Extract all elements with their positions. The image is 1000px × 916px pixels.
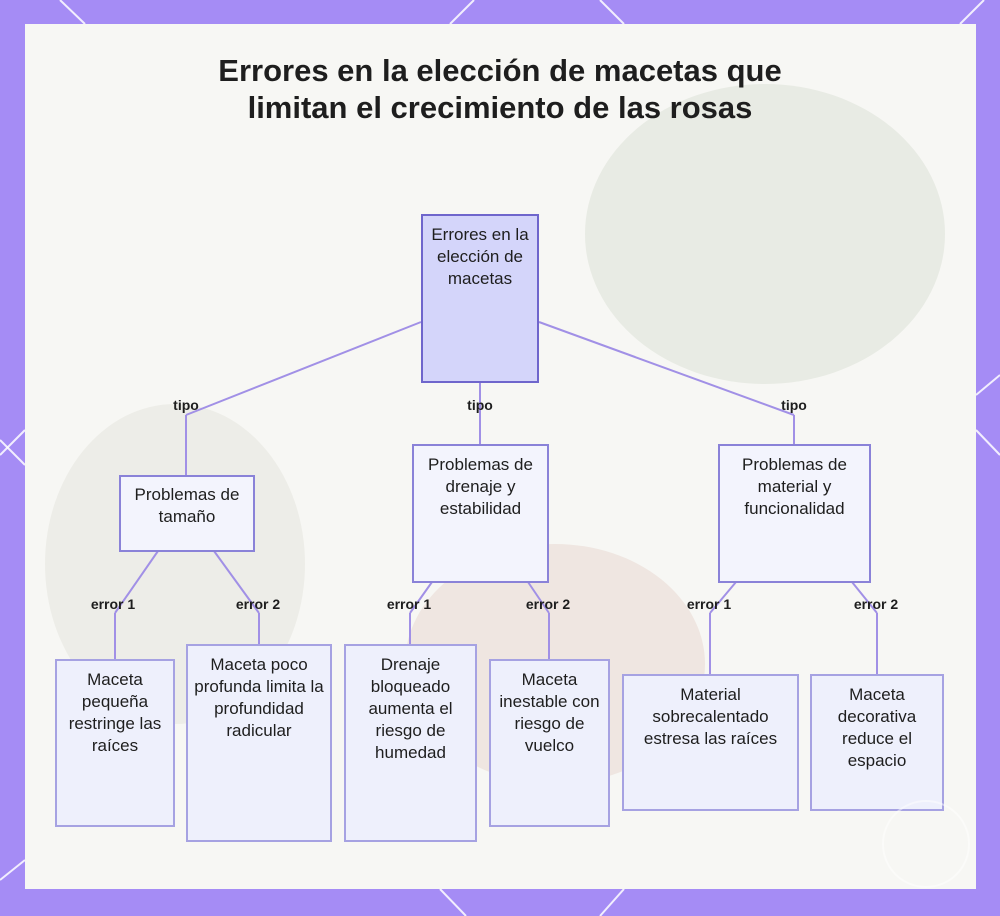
error-node: Material sobrecalentado estresa las raíc… (622, 674, 799, 811)
edge-label-tipo: tipo (467, 397, 493, 413)
error-node-text: Maceta decorativa reduce el espacio (837, 685, 917, 770)
edge-label-error: error 1 (686, 596, 732, 612)
category-node-label: Problemas de drenaje y estabilidad (428, 455, 533, 518)
category-node-label: Problemas de material y funcionalidad (742, 455, 847, 518)
error-node: Maceta inestable con riesgo de vuelco (489, 659, 610, 827)
edge-label-error: error 2 (525, 596, 571, 612)
edge-label-tipo: tipo (781, 397, 807, 413)
error-node: Maceta decorativa reduce el espacio (810, 674, 944, 811)
edge-label-tipo: tipo (173, 397, 199, 413)
background-photo (585, 84, 945, 384)
edge-label-error: error 2 (235, 596, 281, 612)
edge-label-error: error 2 (853, 596, 899, 612)
root-node: Errores en la elección de macetas (421, 214, 539, 383)
error-node: Maceta pequeña restringe las raíces (55, 659, 175, 827)
root-node-label: Errores en la elección de macetas (431, 225, 529, 288)
edge-label-error: error 1 (386, 596, 432, 612)
watermark-seal (882, 800, 970, 888)
error-node-text: Maceta pequeña restringe las raíces (68, 670, 162, 755)
diagram-title: Errores en la elección de macetas que li… (218, 53, 782, 125)
category-node-material: Problemas de material y funcionalidad (718, 444, 871, 583)
category-node-label: Problemas de tamaño (134, 485, 240, 526)
error-node: Maceta poco profunda limita la profundid… (186, 644, 332, 842)
error-node-text: Maceta poco profunda limita la profundid… (194, 655, 324, 740)
edge-label-error: error 1 (90, 596, 136, 612)
error-node: Drenaje bloqueado aumenta el riesgo de h… (344, 644, 477, 842)
error-node-text: Maceta inestable con riesgo de vuelco (499, 670, 600, 755)
error-node-text: Drenaje bloqueado aumenta el riesgo de h… (368, 655, 453, 762)
error-node-text: Material sobrecalentado estresa las raíc… (643, 685, 778, 748)
category-node-size: Problemas de tamaño (119, 475, 255, 552)
category-node-drainage: Problemas de drenaje y estabilidad (412, 444, 549, 583)
